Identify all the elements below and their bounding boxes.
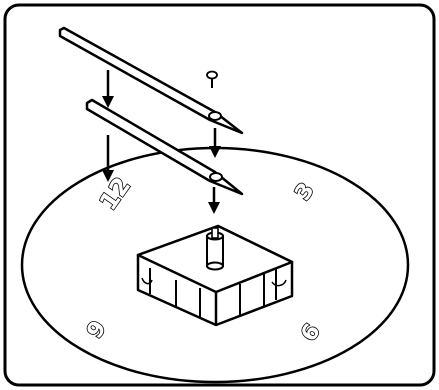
center-shaft (207, 228, 223, 270)
